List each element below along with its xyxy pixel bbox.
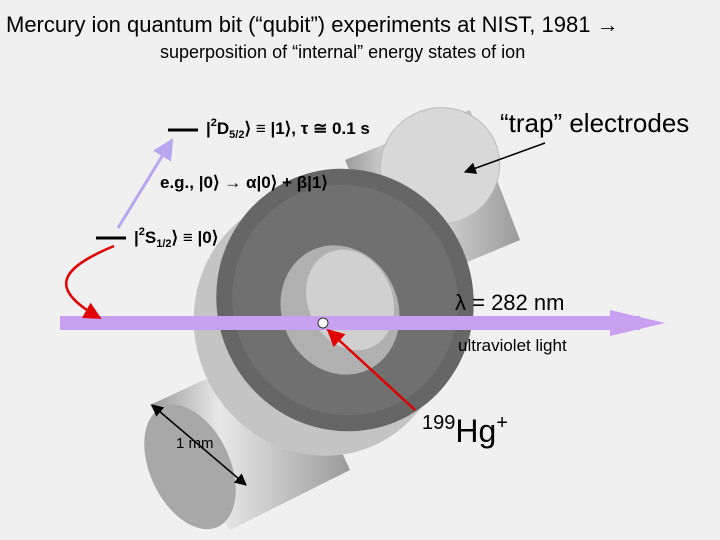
ion-label: 199Hg+ xyxy=(422,412,508,449)
transition-arrow xyxy=(116,138,174,229)
trap-electrodes-label: “trap” electrodes xyxy=(500,108,690,138)
trap-pointer-arrow xyxy=(463,142,546,174)
uv-laser-beam xyxy=(60,310,665,336)
ultraviolet-light-label: ultraviolet light xyxy=(458,336,567,355)
lower-state-label: |2S1/2⟩ ≡ |0⟩ xyxy=(134,226,219,250)
slide-title: Mercury ion quantum bit (“qubit”) experi… xyxy=(6,12,619,37)
slide-subtitle: superposition of “internal” energy state… xyxy=(160,42,526,62)
upper-state-label: |2D5/2⟩ ≡ |1⟩, τ ≅ 0.1 s xyxy=(206,117,370,141)
wavelength-label: λ = 282 nm xyxy=(455,290,565,315)
ring-electrode xyxy=(193,168,474,456)
scale-bar xyxy=(151,404,247,486)
scale-label: 1 mm xyxy=(176,435,214,452)
ion-pointer-arrow xyxy=(326,328,416,411)
superposition-label: e.g., |0⟩ → α|0⟩ + β|1⟩ xyxy=(160,173,328,192)
decay-arrow xyxy=(65,244,115,320)
ion-dot xyxy=(317,317,329,329)
